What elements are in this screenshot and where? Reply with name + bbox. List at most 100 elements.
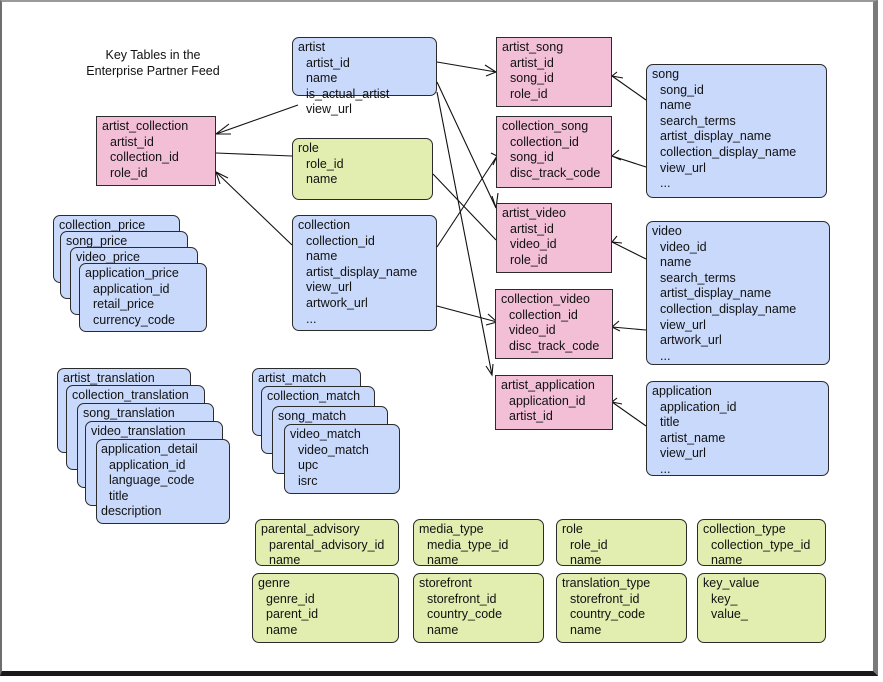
table-artist-collection[interactable]: artist_collection artist_id collection_i… bbox=[96, 116, 216, 186]
table-name: application_price bbox=[85, 266, 179, 280]
table-name: collection_song bbox=[502, 119, 589, 133]
table-collection-video[interactable]: collection_video collection_id video_id … bbox=[495, 289, 613, 359]
table-field: artist_display_name bbox=[660, 129, 772, 144]
table-field: name bbox=[570, 553, 602, 568]
table-field: title bbox=[109, 488, 129, 503]
table-field: view_url bbox=[306, 102, 352, 117]
table-field: collection_id bbox=[306, 233, 375, 248]
table-field: artist_id bbox=[510, 221, 554, 236]
table-name: collection_type bbox=[703, 522, 786, 536]
table-field: artist_id bbox=[110, 134, 154, 149]
table-field: genre_id bbox=[266, 591, 315, 606]
table-field: parental_advisory_id bbox=[269, 537, 385, 552]
table-role[interactable]: role role_id name bbox=[292, 138, 433, 200]
table-media-type[interactable]: media_type media_type_id name bbox=[413, 519, 544, 567]
table-field: artist_name bbox=[660, 430, 726, 445]
table-name: artist_match bbox=[258, 371, 327, 385]
table-name: key_value bbox=[703, 576, 760, 590]
table-video-match[interactable]: video_match video_match upc isrc bbox=[284, 424, 400, 494]
table-field: collection_display_name bbox=[660, 144, 797, 159]
table-field: search_terms bbox=[660, 270, 736, 285]
table-field: collection_display_name bbox=[660, 301, 797, 316]
table-field: song_id bbox=[510, 71, 554, 86]
diagram-title: Key Tables in the Enterprise Partner Fee… bbox=[68, 47, 238, 79]
table-field: name bbox=[660, 98, 692, 113]
table-field: role_id bbox=[306, 156, 344, 171]
table-field: artist_id bbox=[509, 409, 553, 424]
table-field: artwork_url bbox=[660, 333, 722, 348]
table-field: storefront_id bbox=[570, 591, 640, 606]
table-field: description bbox=[101, 504, 162, 519]
table-collection-type[interactable]: collection_type collection_type_id name bbox=[697, 519, 826, 568]
table-name: video_translation bbox=[91, 424, 186, 438]
table-parental-advisory[interactable]: parental_advisory parental_advisory_id n… bbox=[255, 519, 399, 568]
table-field: application_id bbox=[93, 281, 170, 296]
table-collection[interactable]: collection collection_id name artist_dis… bbox=[292, 215, 437, 331]
table-key-value[interactable]: key_value key_ value_ bbox=[697, 573, 826, 643]
table-collection-song[interactable]: collection_song collection_id song_id di… bbox=[496, 116, 612, 188]
table-field: role_id bbox=[110, 165, 148, 180]
table-video[interactable]: video video_id name search_terms artist_… bbox=[646, 221, 830, 365]
table-field: artist_id bbox=[510, 55, 554, 70]
table-field: collection_type_id bbox=[711, 537, 811, 552]
table-field: video_id bbox=[660, 239, 707, 254]
table-name: parental_advisory bbox=[261, 522, 360, 536]
table-name: genre bbox=[258, 576, 290, 590]
table-artist-song[interactable]: artist_song artist_id song_id role_id bbox=[496, 37, 612, 107]
table-field: name bbox=[660, 255, 692, 270]
table-field: parent_id bbox=[266, 607, 319, 622]
table-artist-application[interactable]: artist_application application_id artist… bbox=[495, 375, 613, 430]
table-song[interactable]: song song_id name search_terms artist_di… bbox=[646, 64, 827, 198]
table-name: artist_translation bbox=[63, 371, 155, 385]
table-name: video bbox=[652, 224, 682, 238]
table-artist-video[interactable]: artist_video artist_id video_id role_id bbox=[496, 203, 612, 273]
table-field: storefront_id bbox=[427, 591, 497, 606]
table-artist[interactable]: artist artist_id name is_actual_artist v… bbox=[292, 37, 437, 116]
table-storefront[interactable]: storefront storefront_id country_code na… bbox=[413, 573, 544, 643]
table-field: name bbox=[306, 249, 338, 264]
table-name: artist bbox=[298, 40, 326, 54]
table-field: name bbox=[266, 622, 298, 637]
table-field: name bbox=[269, 553, 301, 568]
table-field: search_terms bbox=[660, 113, 736, 128]
table-name: collection_translation bbox=[72, 388, 189, 402]
table-field: song_id bbox=[510, 150, 554, 165]
table-field: artist_id bbox=[306, 55, 350, 70]
table-role-lookup[interactable]: role role_id name bbox=[556, 519, 687, 568]
table-field: currency_code bbox=[93, 312, 175, 327]
table-name: song_translation bbox=[83, 406, 175, 420]
table-name: song bbox=[652, 67, 680, 81]
table-field: is_actual_artist bbox=[306, 86, 390, 101]
table-field: name bbox=[711, 553, 743, 568]
table-field: collection_id bbox=[110, 150, 179, 165]
table-field: artist_display_name bbox=[306, 264, 418, 279]
title-line-2: Enterprise Partner Feed bbox=[86, 64, 220, 78]
table-name: song_match bbox=[278, 409, 347, 423]
table-field: language_code bbox=[109, 473, 195, 488]
table-name: video_price bbox=[76, 250, 140, 264]
table-field: role_id bbox=[510, 86, 548, 101]
table-field: view_url bbox=[660, 446, 706, 461]
table-field: name bbox=[306, 172, 338, 187]
table-field: application_id bbox=[109, 457, 186, 472]
table-name: song_price bbox=[66, 234, 128, 248]
table-application-detail[interactable]: application_detail application_id langua… bbox=[96, 439, 230, 524]
table-translation-type[interactable]: translation_type storefront_id country_c… bbox=[556, 573, 687, 643]
table-name: translation_type bbox=[562, 576, 651, 590]
table-name: collection_price bbox=[59, 218, 146, 232]
table-field: name bbox=[427, 622, 459, 637]
table-field: retail_price bbox=[93, 297, 155, 312]
table-field: country_code bbox=[427, 607, 503, 622]
table-application-price[interactable]: application_price application_id retail_… bbox=[79, 263, 207, 332]
table-field: name bbox=[306, 71, 338, 86]
table-name: role bbox=[298, 141, 319, 155]
table-name: collection_video bbox=[501, 292, 590, 306]
table-field: song_id bbox=[660, 82, 704, 97]
table-name: artist_collection bbox=[102, 119, 189, 133]
table-field: media_type_id bbox=[427, 537, 509, 552]
title-line-1: Key Tables in the bbox=[105, 48, 201, 62]
table-genre[interactable]: genre genre_id parent_id name bbox=[252, 573, 399, 643]
table-application[interactable]: application application_id title artist_… bbox=[646, 381, 829, 476]
table-field: title bbox=[660, 415, 680, 430]
